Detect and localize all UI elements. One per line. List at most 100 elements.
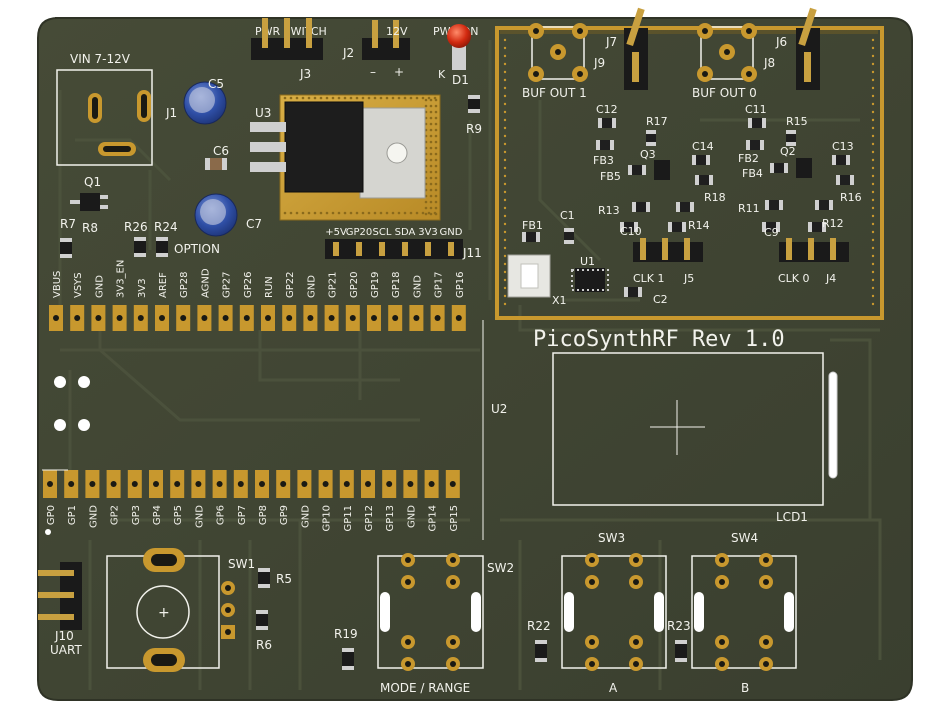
pcb-board: [37, 17, 913, 701]
buf-out-1-label: BUF OUT 1: [522, 86, 587, 100]
stitch-via: [503, 126, 507, 130]
bottom-pin-label: GND: [300, 505, 311, 528]
stitch-via: [503, 118, 507, 122]
j11-pin: [402, 242, 408, 256]
bottom-pin-label: GP12: [364, 505, 375, 532]
smd-terminal: [596, 140, 600, 150]
j4-label: J4: [825, 272, 836, 285]
u3-pin-3: [250, 162, 286, 172]
heatsink-via: [361, 211, 365, 215]
j2-header: [362, 38, 410, 60]
heatsink-via: [433, 96, 437, 100]
stitch-via: [871, 198, 875, 202]
button-pad-hole: [633, 557, 639, 563]
stitch-via: [871, 54, 875, 58]
pico-pad-hole: [407, 481, 414, 487]
stitch-via: [503, 158, 507, 162]
stitch-via: [871, 238, 875, 242]
stitch-via: [503, 270, 507, 274]
j11-label: J11: [462, 246, 482, 260]
smd-terminal: [612, 118, 616, 128]
bottom-pin-label: GP3: [131, 505, 142, 525]
stitch-via: [871, 190, 875, 194]
smd-terminal: [668, 222, 672, 232]
smd-part: [746, 140, 764, 150]
bottom-pin-label: GND: [406, 505, 417, 528]
button-pad-hole: [405, 579, 411, 585]
heatsink-via: [434, 104, 438, 108]
j10-pin-2: [38, 592, 74, 598]
heatsink-via: [429, 188, 433, 192]
heatsink-via: [385, 96, 389, 100]
heatsink-via: [421, 96, 425, 100]
smd-terminal: [762, 118, 766, 128]
r26-label: R26: [124, 220, 148, 234]
sw4-label: SW4: [731, 531, 758, 545]
c6-label: C6: [213, 144, 229, 158]
u3-pin-1: [250, 122, 286, 132]
r7-label: R7: [60, 217, 76, 231]
r24-end2: [156, 253, 168, 257]
q3-transistor: [654, 160, 670, 180]
j2-pin-2: [393, 20, 399, 48]
r7-end2: [60, 254, 72, 258]
r6-end: [256, 610, 268, 614]
smd-terminal: [690, 202, 694, 212]
pico-pad-hole: [343, 481, 350, 487]
r15-label: R15: [786, 115, 808, 128]
button-pad-hole: [633, 661, 639, 667]
q1-pin3: [100, 205, 108, 209]
u1-pins: [571, 269, 609, 291]
stitch-via: [503, 166, 507, 170]
heatsink-via: [379, 96, 383, 100]
heatsink-via: [373, 211, 377, 215]
pin1-marker: [45, 529, 51, 535]
stitch-via: [871, 294, 875, 298]
lcd1-outline: [552, 352, 824, 506]
stitch-via: [503, 262, 507, 266]
pico-pad-hole: [47, 481, 53, 487]
12v-label: 12V: [386, 25, 408, 38]
barrel-pad-3-hole: [103, 146, 131, 152]
r23-resistor: [675, 640, 687, 662]
bottom-pin-label: GP7: [237, 505, 248, 525]
heatsink-via: [434, 134, 438, 138]
clock-header-pins: [640, 238, 836, 260]
d1-led: [447, 24, 471, 48]
j4-pin: [808, 238, 814, 260]
heatsink-via: [429, 200, 433, 204]
heatsink-via: [427, 96, 431, 100]
pico-pad-hole: [110, 481, 117, 487]
via-dots: [503, 38, 875, 306]
heatsink-via: [331, 211, 335, 215]
u3-tab-hole: [386, 142, 408, 164]
heatsink-via: [429, 104, 433, 108]
smd-part: [628, 165, 646, 175]
heatsink-via: [434, 188, 438, 192]
pico-pad-hole: [307, 315, 314, 321]
heatsink-via: [429, 140, 433, 144]
heatsink-via: [429, 170, 433, 174]
heatsink-via: [355, 211, 359, 215]
r9-resistor: [468, 95, 480, 113]
j11-pin-label: GND: [440, 227, 463, 238]
fb1-label: FB1: [522, 219, 543, 232]
bottom-pin-label: GP9: [279, 505, 290, 525]
heatsink-via: [429, 194, 433, 198]
pico-hole-2: [78, 376, 90, 388]
stitch-via: [503, 286, 507, 290]
r5-label: R5: [276, 572, 292, 586]
sw3-label: SW3: [598, 531, 625, 545]
pico-pad-hole: [386, 481, 393, 487]
r22-end: [535, 640, 547, 644]
smd-terminal: [638, 287, 642, 297]
heatsink-via: [397, 96, 401, 100]
smd-terminal: [808, 222, 812, 232]
smd-part: [808, 222, 826, 232]
heatsink-via: [343, 211, 347, 215]
pico-pad-hole: [328, 315, 335, 321]
smd-part: [815, 200, 833, 210]
